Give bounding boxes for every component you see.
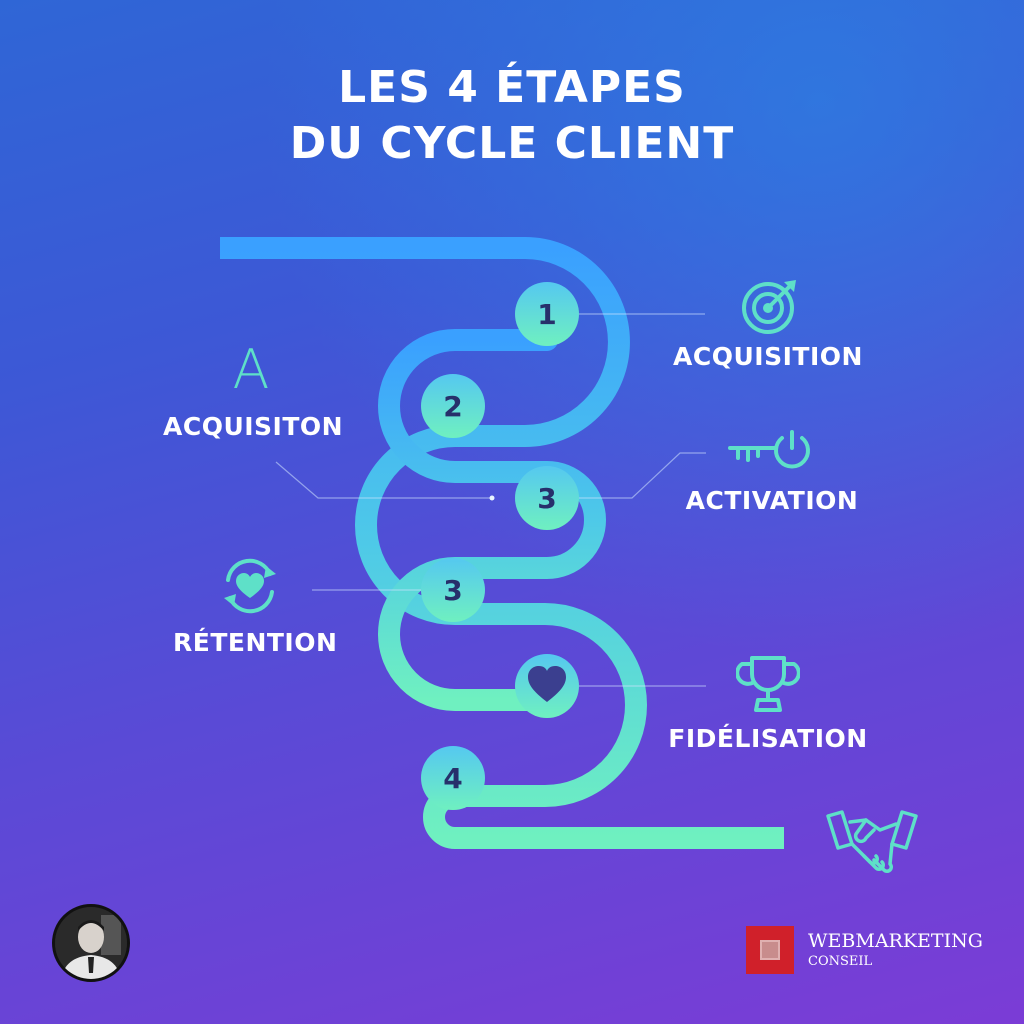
handshake-icon xyxy=(826,810,918,873)
refresh-heart-icon xyxy=(224,558,276,614)
heart-icon xyxy=(528,666,566,702)
author-avatar xyxy=(52,904,130,982)
title-line-1: LES 4 ÉTAPES xyxy=(338,62,686,113)
label-acquisiton-left: ACQUISITON xyxy=(163,412,344,441)
brand-name: WEBMARKETING xyxy=(808,930,983,952)
step-number: 1 xyxy=(537,298,556,331)
step-number: 2 xyxy=(443,390,462,423)
step-circle xyxy=(515,282,579,346)
step-number: 3 xyxy=(443,574,462,607)
label-activation: ACTIVATION xyxy=(685,486,859,515)
step-4: 4 xyxy=(421,746,485,810)
step-number: 3 xyxy=(537,482,556,515)
connector-activation xyxy=(572,452,706,499)
label-fidelisation: FIDÉLISATION xyxy=(668,724,868,753)
step-circle xyxy=(515,466,579,530)
connector-acquisiton xyxy=(275,461,492,499)
step-1: 1 xyxy=(515,282,579,346)
key-power-icon xyxy=(728,430,810,469)
target-icon xyxy=(742,280,796,334)
trophy-icon xyxy=(736,656,800,712)
connector-dot xyxy=(489,495,495,501)
step-heart xyxy=(515,654,579,718)
loop-upper-left xyxy=(378,329,606,711)
connector-lines xyxy=(275,313,706,687)
step-3a: 3 xyxy=(515,466,579,530)
page-title: LES 4 ÉTAPES DU CYCLE CLIENT xyxy=(0,60,1024,172)
step-2: 2 xyxy=(421,374,485,438)
step-3b: 3 xyxy=(421,558,485,622)
step-circle xyxy=(421,374,485,438)
step-circle xyxy=(421,558,485,622)
label-retention: RÉTENTION xyxy=(173,628,338,657)
label-acquisition-right: ACQUISITION xyxy=(673,342,863,371)
avatar-photo xyxy=(55,907,127,979)
step-number: 4 xyxy=(443,762,462,795)
brand-subtitle: CONSEIL xyxy=(808,954,873,969)
step-circle xyxy=(421,746,485,810)
brand-mark-icon xyxy=(746,926,794,974)
title-line-2: DU CYCLE CLIENT xyxy=(289,118,735,169)
letter-a-icon: A xyxy=(232,338,270,401)
